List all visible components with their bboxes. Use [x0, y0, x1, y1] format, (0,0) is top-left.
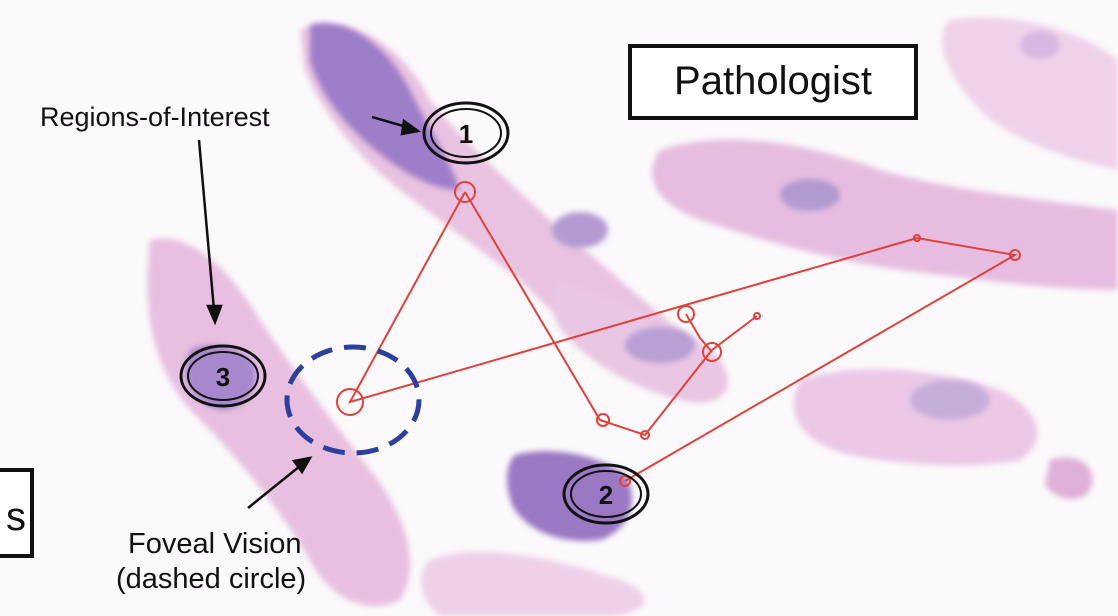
roi-number: 1	[459, 119, 473, 149]
foveal-vision-sublabel: (dashed circle)	[116, 563, 306, 596]
roi-number: 2	[599, 480, 613, 510]
pathologist-label: Pathologist	[628, 44, 918, 120]
partial-label-box: s	[0, 468, 34, 558]
regions-of-interest-label: Regions-of-Interest	[40, 102, 270, 133]
foveal-vision-label: Foveal Vision	[128, 528, 302, 561]
roi-number: 3	[216, 362, 230, 392]
